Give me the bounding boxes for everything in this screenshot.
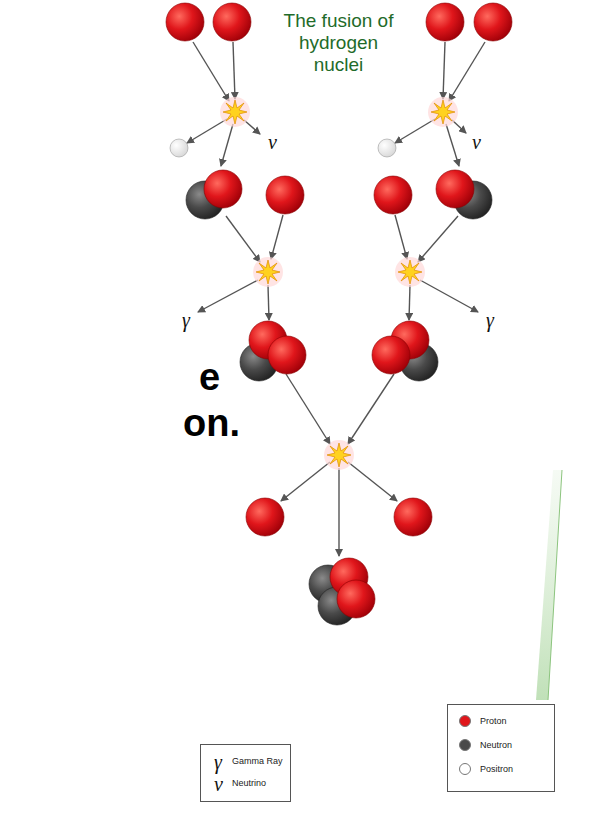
legend-neutrino-symbol: ν — [214, 774, 223, 794]
legend-gamma-symbol: γ — [214, 752, 222, 772]
slide-text-fragment: e — [199, 358, 220, 396]
neutrino-symbol: ν — [268, 132, 277, 152]
slide-text-fragment: on. — [183, 404, 240, 442]
legend-box — [200, 744, 291, 802]
gamma-symbol: γ — [182, 310, 190, 330]
diagram-title: The fusion of hydrogen nuclei — [276, 10, 401, 76]
gamma-symbol: γ — [486, 310, 494, 330]
legend-swatch — [459, 715, 471, 727]
legend-text: Gamma Ray — [232, 757, 283, 766]
legend-text: Proton — [480, 717, 507, 726]
legend-text: Neutrino — [232, 779, 266, 788]
legend-text: Neutron — [480, 741, 512, 750]
legend-swatch — [459, 763, 471, 775]
legend-swatch — [459, 739, 471, 751]
neutrino-symbol: ν — [472, 132, 481, 152]
legend-text: Positron — [480, 765, 513, 774]
